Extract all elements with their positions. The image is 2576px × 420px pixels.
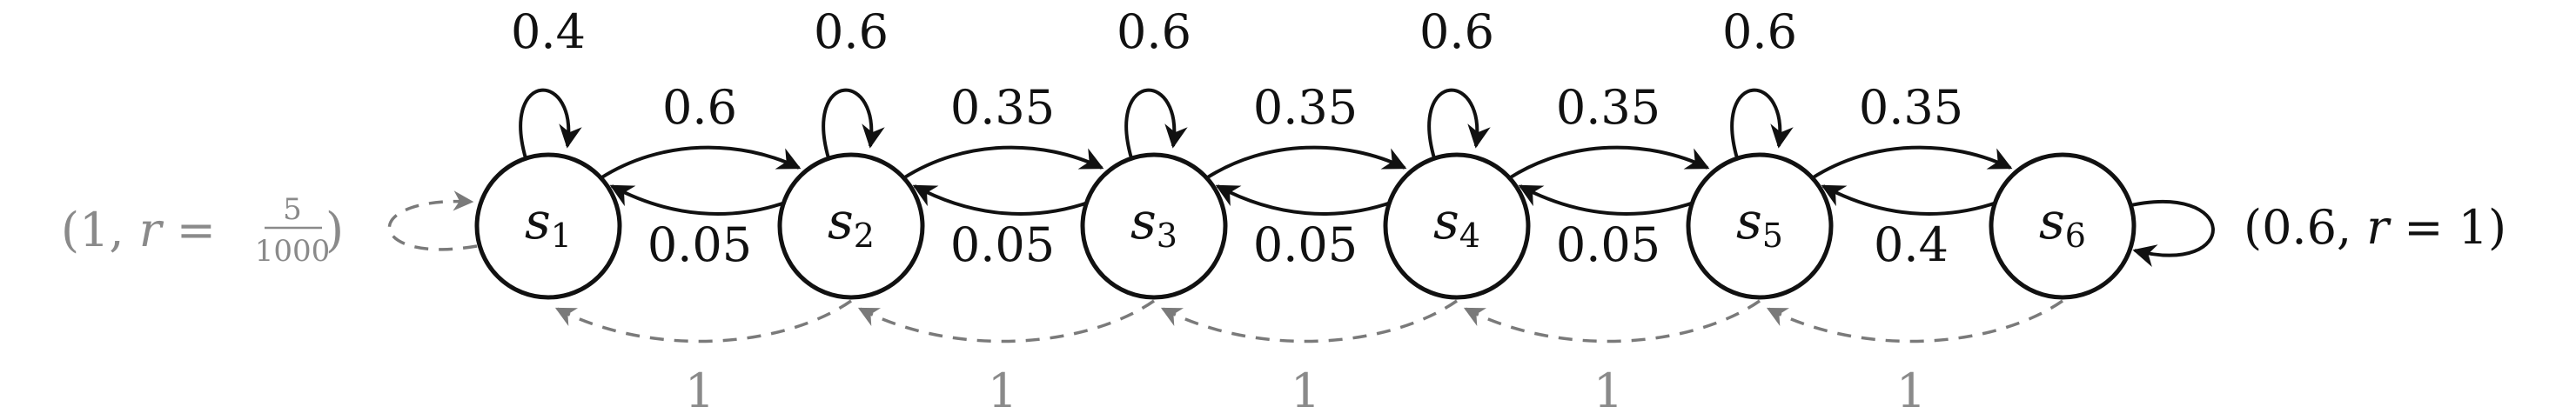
- state-node-s1: s1: [474, 152, 622, 300]
- state-node-s2: s2: [777, 152, 925, 300]
- backward-label-s4-s3: 0.05: [1253, 217, 1358, 272]
- svg-text:s5: s5: [1736, 191, 1783, 255]
- state-node-s5: s5: [1686, 152, 1834, 300]
- self-loop-label-s3: 0.6: [1117, 4, 1191, 59]
- forward-edge-s4-s5: [1507, 145, 1710, 180]
- forward-edge-s5-s6: [1810, 145, 2013, 180]
- reset-label-s4-s3: 1: [1291, 363, 1320, 418]
- svg-text:s1: s1: [525, 191, 572, 255]
- state-node-s4: s4: [1383, 152, 1531, 300]
- state-node-s6: s6: [1989, 152, 2137, 300]
- backward-edge-s4-s3: [1215, 184, 1394, 216]
- backward-label-s6-s5: 0.4: [1874, 217, 1949, 272]
- reset-edge-s6-s5: [1766, 299, 2063, 343]
- reset-edge-s3-s2: [857, 299, 1155, 343]
- self-loop-label-s4: 0.6: [1419, 4, 1494, 59]
- forward-edge-s3-s4: [1204, 145, 1407, 180]
- self-loop-s5: [1730, 88, 1794, 159]
- svg-text:s6: s6: [2039, 191, 2086, 255]
- backward-edge-s2-s1: [609, 184, 788, 216]
- backward-label-s5-s4: 0.05: [1556, 217, 1660, 272]
- self-loop-label-s5: 0.6: [1722, 4, 1797, 59]
- backward-edge-s3-s2: [912, 184, 1091, 216]
- reset-edge-s5-s4: [1463, 299, 1761, 343]
- forward-label-s2-s3: 0.35: [950, 80, 1055, 135]
- forward-label-s5-s6: 0.35: [1859, 80, 1963, 135]
- self-loop-s1: [519, 88, 582, 159]
- left-reward-close-paren: ): [325, 203, 344, 257]
- start-loop-edge: [387, 190, 478, 251]
- self-loop-label-s1: 0.4: [511, 4, 586, 59]
- backward-edge-s5-s4: [1518, 184, 1697, 216]
- right-reward-label: (0.6, r = 1): [2244, 200, 2506, 255]
- reset-label-s2-s1: 1: [685, 363, 714, 418]
- self-loop-s4: [1427, 88, 1491, 159]
- reward-fraction-numerator: 5: [283, 192, 302, 227]
- self-loop-label-s2: 0.6: [814, 4, 889, 59]
- reward-fraction-denominator: 1000: [255, 234, 331, 269]
- forward-label-s3-s4: 0.35: [1253, 80, 1358, 135]
- self-loop-s6: [2123, 200, 2215, 267]
- backward-label-s2-s1: 0.05: [647, 217, 752, 272]
- forward-label-s4-s5: 0.35: [1556, 80, 1660, 135]
- svg-text:s3: s3: [1130, 191, 1177, 255]
- reset-label-s6-s5: 1: [1896, 363, 1926, 418]
- svg-text:s4: s4: [1433, 191, 1480, 255]
- self-loop-s2: [822, 88, 885, 159]
- reset-edge-s4-s3: [1160, 299, 1458, 343]
- reset-edge-s2-s1: [554, 299, 852, 343]
- state-node-s3: s3: [1080, 152, 1228, 300]
- backward-edge-s6-s5: [1821, 184, 2000, 216]
- self-loop-s3: [1124, 88, 1188, 159]
- svg-text:s2: s2: [828, 191, 875, 255]
- forward-edge-s1-s2: [599, 145, 802, 180]
- reset-label-s5-s4: 1: [1593, 363, 1623, 418]
- backward-label-s3-s2: 0.05: [950, 217, 1055, 272]
- forward-label-s1-s2: 0.6: [662, 80, 737, 135]
- reset-label-s3-s2: 1: [988, 363, 1017, 418]
- left-reward-label: (1, r =: [61, 203, 216, 257]
- forward-edge-s2-s3: [902, 145, 1104, 180]
